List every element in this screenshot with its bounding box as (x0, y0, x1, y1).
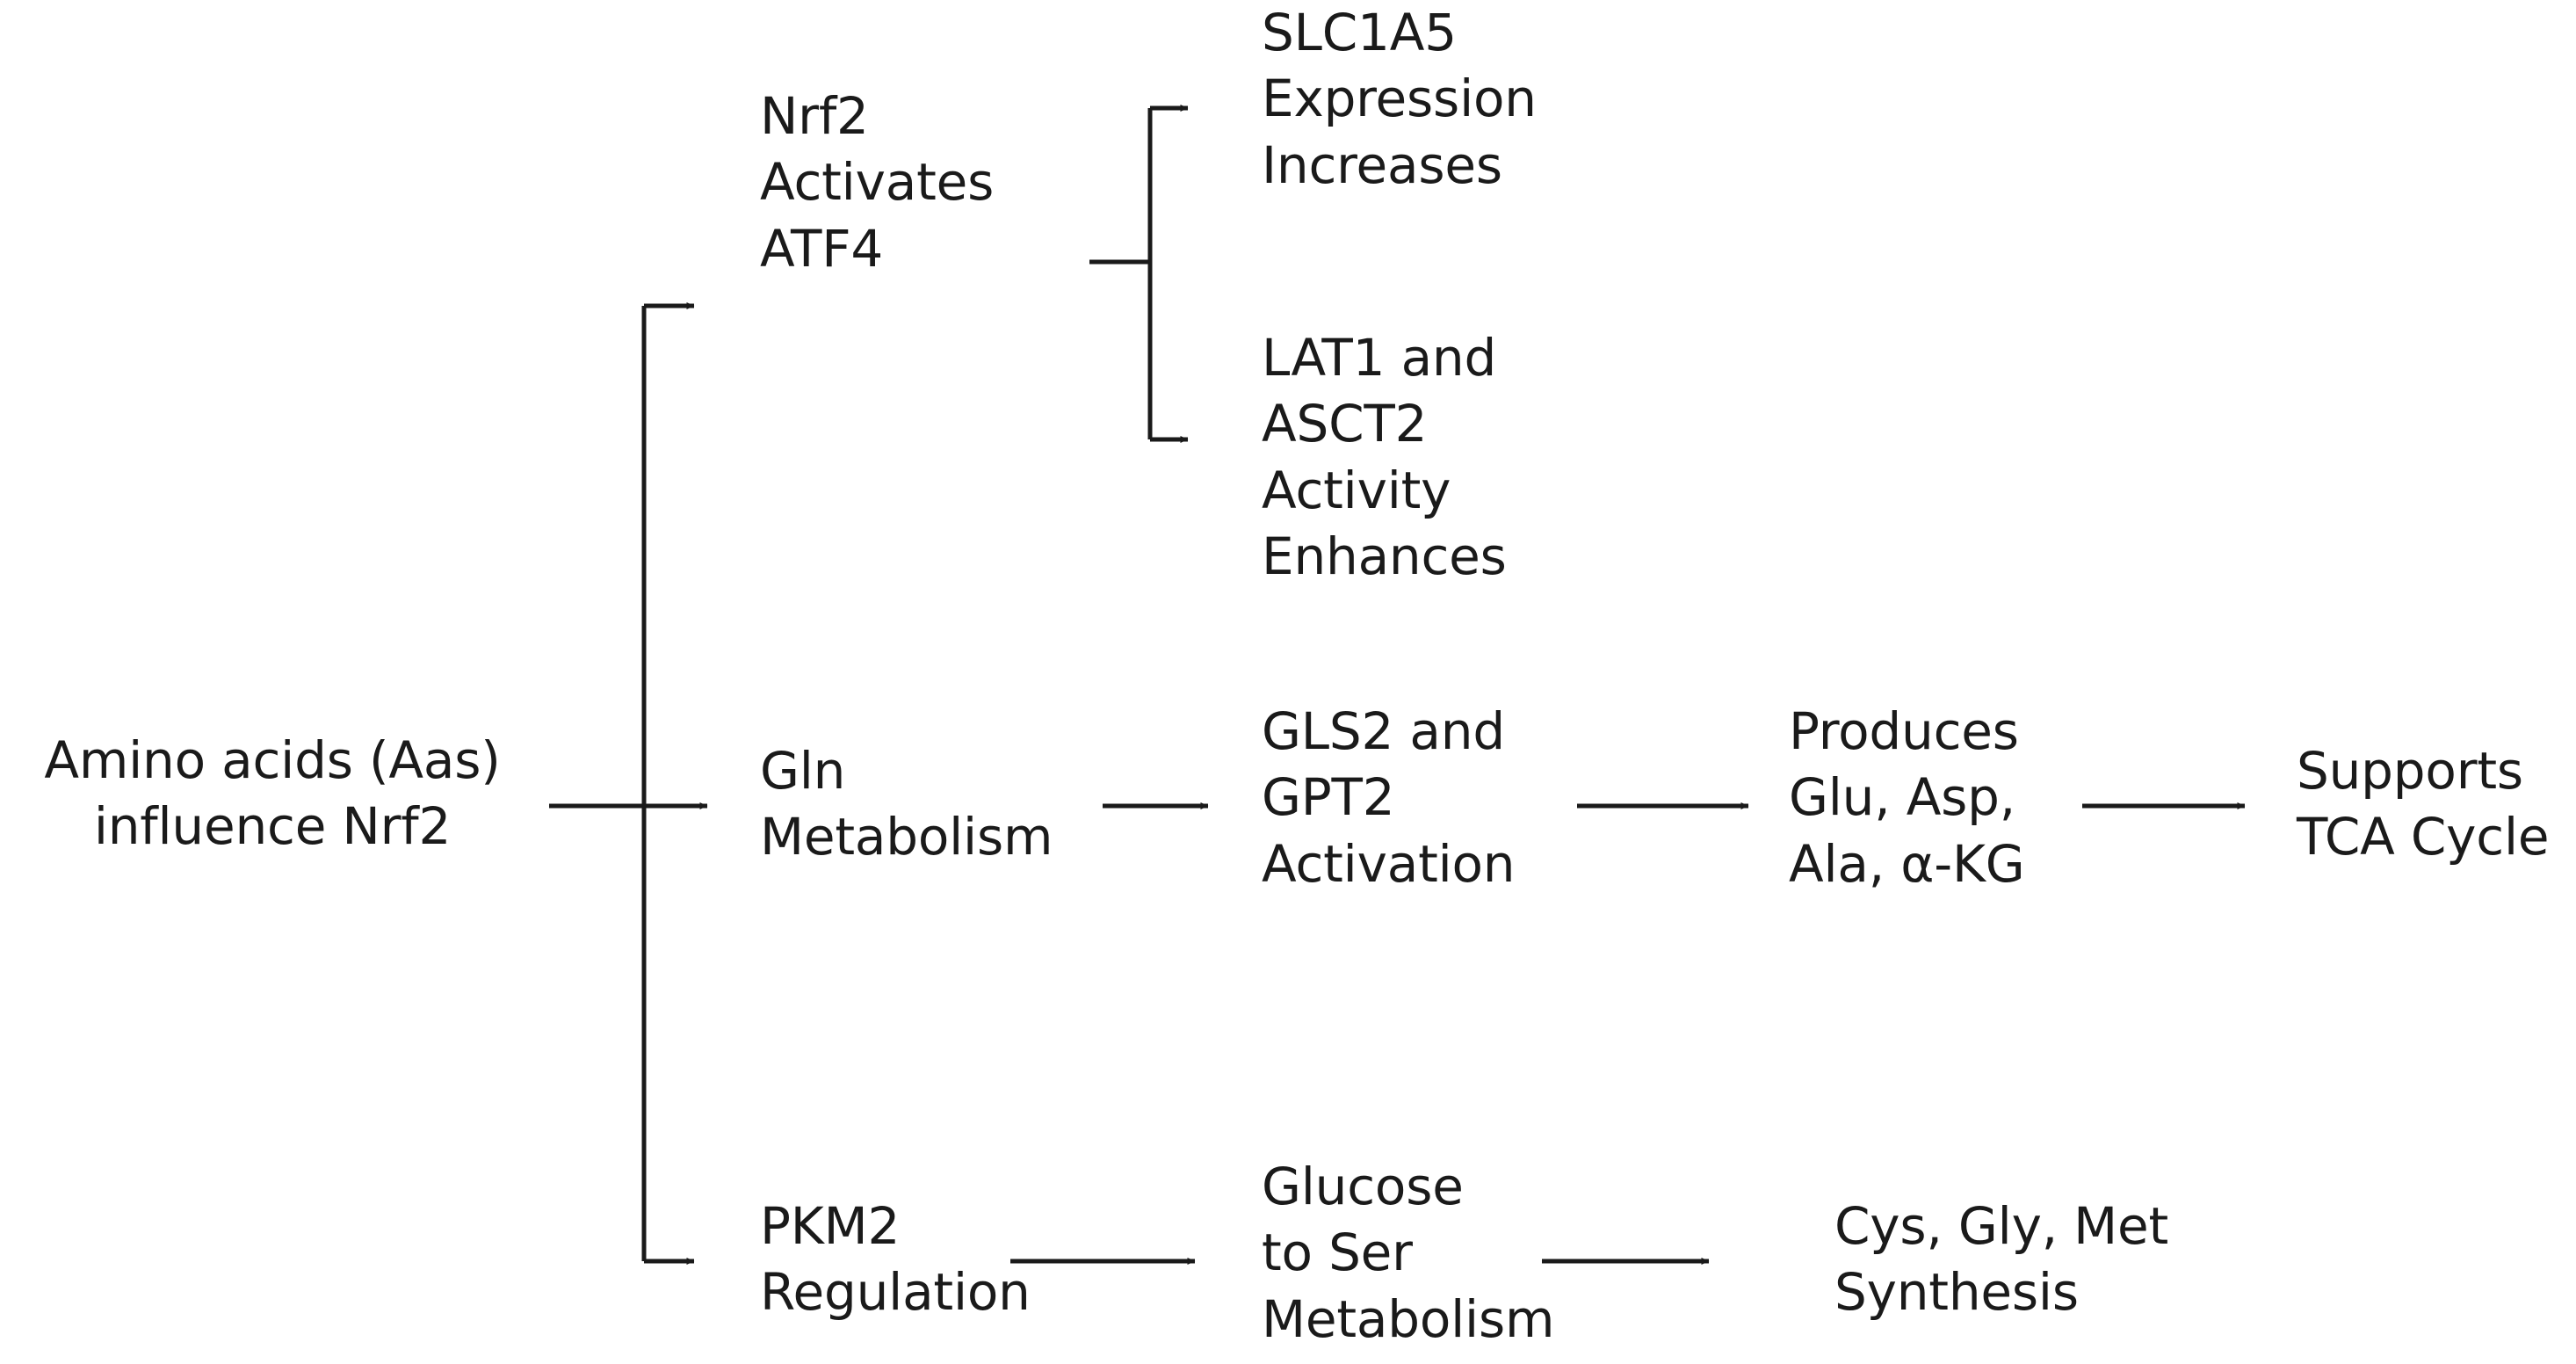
node-produces-glu-asp-ala-akg: Produces Glu, Asp, Ala, α-KG (1789, 701, 2025, 894)
node-gls2-gpt2-activation: GLS2 and GPT2 Activation (1262, 701, 1516, 894)
node-slc1a5-expression-increases: SLC1A5 Expression Increases (1262, 3, 1537, 195)
node-amino-acids-influence-nrf2: Amino acids (Aas) influence Nrf2 (44, 730, 501, 857)
node-pkm2-regulation: PKM2 Regulation (760, 1196, 1031, 1323)
node-supports-tca-cycle: Supports TCA Cycle (2297, 741, 2550, 867)
node-lat1-asct2-activity-enhances: LAT1 and ASCT2 Activity Enhances (1262, 328, 1507, 587)
node-gln-metabolism: Gln Metabolism (760, 741, 1053, 867)
node-nrf2-activates-atf4: Nrf2 Activates ATF4 (760, 86, 995, 279)
node-glucose-to-ser-metabolism: Glucose to Ser Metabolism (1262, 1157, 1555, 1349)
node-cys-gly-met-synthesis: Cys, Gly, Met Synthesis (1834, 1196, 2169, 1323)
